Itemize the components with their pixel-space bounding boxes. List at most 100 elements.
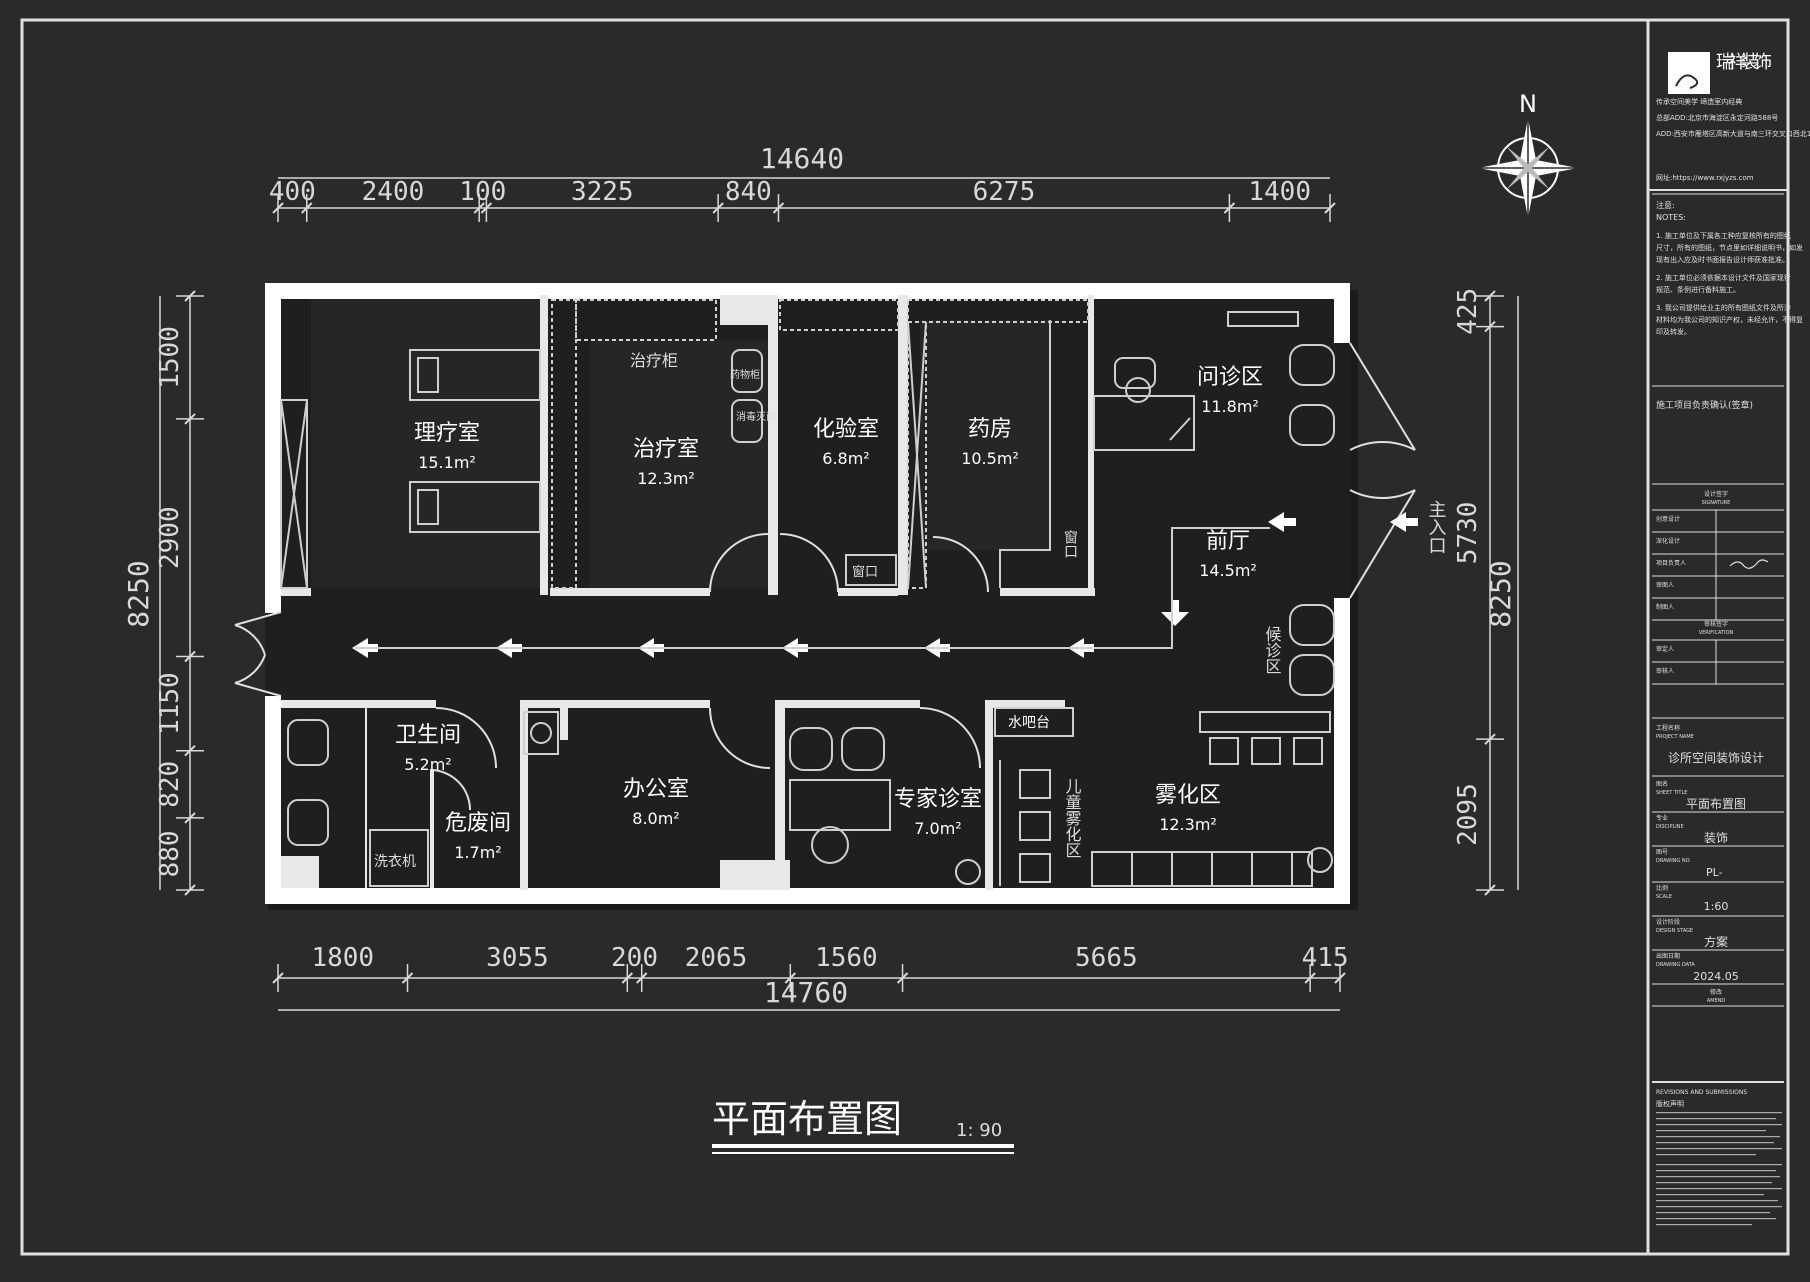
text-line — [1656, 1194, 1764, 1196]
wall-int — [1000, 588, 1095, 596]
window-counter — [845, 554, 897, 586]
waiting-chair — [1289, 404, 1335, 446]
disinfect-cabinet — [731, 399, 763, 443]
door-arc — [919, 707, 981, 769]
room-floor — [311, 299, 540, 588]
dim-tick-slash — [301, 202, 313, 214]
shelf — [907, 321, 927, 589]
company-address-1: 总部ADD:北京市海淀区永定河路588号 — [1656, 113, 1778, 122]
dim-tick-slash — [184, 413, 196, 425]
sink — [523, 711, 559, 755]
stool — [1209, 737, 1239, 765]
wall-int — [520, 700, 528, 890]
cabinet — [575, 299, 717, 341]
dim-value: 415 — [1302, 943, 1349, 973]
north-compass: N — [1478, 90, 1578, 218]
project-name: 诊所空间装饰设计 — [1668, 751, 1764, 765]
sign-row-label: 制图人 — [1656, 603, 1674, 611]
wall-north — [265, 283, 1350, 299]
dim-tick-slash — [896, 972, 909, 984]
dim-tick-slash — [272, 972, 284, 984]
wall-int — [520, 700, 710, 708]
door-arc — [932, 536, 989, 593]
notes-list: 1. 施工单位及下属各工种应复核所有的图纸尺寸，所有的图纸，节点里如详细说明书，… — [1656, 231, 1803, 336]
wall-east-upper — [1334, 283, 1350, 343]
label-window: 窗口 — [1062, 529, 1078, 558]
copyright-text-lines — [1656, 1112, 1782, 1226]
dim-value: 2065 — [685, 943, 748, 973]
plant — [955, 859, 981, 885]
door-arc — [435, 707, 497, 769]
company-slogan: 传承空间美学 缔造室内经典 — [1656, 97, 1742, 106]
cabinet — [280, 399, 308, 589]
notes-title: 注意: — [1656, 200, 1675, 210]
bed — [409, 349, 541, 401]
waiting-chair — [1289, 654, 1335, 696]
door-arc — [429, 769, 471, 811]
shelf-x — [907, 321, 927, 589]
kids-seat — [1019, 853, 1051, 883]
note-line: 材料均为我公司的知识产权，未经允许，不得复 — [1656, 315, 1803, 324]
wall-int — [365, 708, 367, 888]
dim-tick-slash — [1484, 733, 1496, 745]
note-line: 2. 施工单位必须依据本设计文件及国家现行 — [1656, 273, 1791, 282]
dim-value: 1150 — [155, 672, 185, 735]
room-name: 雾化区 — [1155, 783, 1221, 808]
room-name: 药房 — [968, 417, 1012, 442]
wall-int — [281, 588, 311, 596]
furniture — [280, 299, 1335, 887]
dim-value: 5665 — [1075, 943, 1138, 973]
lab-counter — [779, 299, 899, 331]
scale-label: 比例 — [1656, 884, 1668, 892]
label-treatment-cabinet: 治疗柜 — [630, 351, 678, 370]
room-area: 5.2m² — [404, 755, 451, 774]
sign-row-label: 项目负责人 — [1656, 559, 1686, 567]
wall-int — [430, 770, 434, 888]
tb-scale: 1:60 — [1704, 900, 1729, 913]
text-line — [1656, 1142, 1774, 1144]
room-area: 10.5m² — [961, 449, 1019, 468]
amend-label: 修改 — [1710, 988, 1722, 996]
drawing-title-text: 平面布置图 — [712, 1097, 902, 1141]
dim-tick-slash — [184, 812, 196, 824]
title-underline — [712, 1144, 1014, 1148]
interior-walls — [281, 295, 1095, 890]
dim-tick-slash — [184, 290, 196, 302]
text-line — [1656, 1224, 1752, 1226]
bed-pillow — [417, 489, 439, 525]
dim-tick-slash — [712, 202, 724, 214]
dim-value: 3055 — [486, 943, 549, 973]
dim-tick-slash — [621, 972, 634, 984]
room-area: 15.1m² — [418, 453, 476, 472]
dim-value: 2095 — [1453, 783, 1483, 846]
label-waiting: 候诊区 — [1263, 626, 1282, 674]
room-name: 治疗室 — [633, 437, 699, 462]
pen — [1169, 417, 1191, 441]
dim-tick-slash — [184, 650, 196, 663]
verify-title: 审核签字 — [1704, 620, 1728, 628]
label-entrance: 主入口 — [1426, 500, 1447, 554]
cabinet-x — [280, 399, 308, 589]
bed — [409, 481, 541, 533]
stool — [1293, 737, 1323, 765]
dim-value: 2900 — [155, 506, 185, 569]
verify-title-en: VERIFICATION — [1699, 630, 1734, 636]
wall-south — [265, 888, 1350, 904]
wall-int — [985, 700, 993, 890]
dim-tick-slash — [401, 972, 414, 984]
copyright-title: 版权声明 — [1656, 1099, 1684, 1108]
sheet-title-en: SHEET TITLE — [1656, 790, 1687, 796]
water-bar-counter — [994, 707, 1074, 737]
dim-value: 2400 — [362, 177, 425, 207]
room-floors — [311, 299, 1050, 588]
room-area: 11.8m² — [1201, 397, 1259, 416]
room-name: 办公室 — [623, 777, 689, 802]
fixture-labels: 治疗柜 药物柜 消毒灭菌 窗口 窗口 主入口 候诊区 水吧台 儿童雾化区 洗衣机 — [374, 351, 1447, 870]
dim-tick-slash — [1484, 884, 1496, 896]
room-name: 卫生间 — [395, 723, 461, 748]
notes-title-en: NOTES: — [1656, 213, 1686, 222]
bed-pillow — [417, 357, 439, 393]
wall-int — [775, 700, 785, 890]
